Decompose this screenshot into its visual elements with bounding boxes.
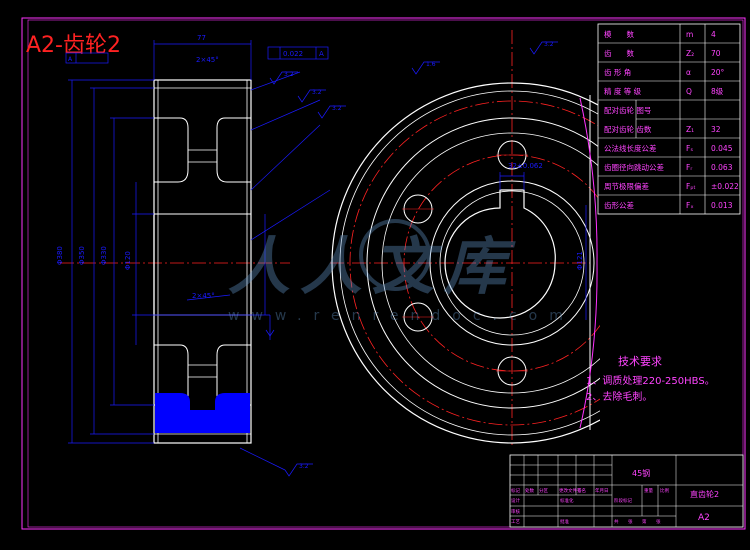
param-symbol-3: Q: [686, 87, 692, 96]
param-value-3: 8级: [711, 86, 724, 96]
param-symbol-0: m: [686, 30, 693, 39]
roughness-4: 1.6: [426, 61, 436, 68]
param-label-7: 齿圈径向跳动公差: [604, 162, 664, 172]
param-label-3: 精 度 等 级: [604, 86, 642, 96]
tolerance-ref: A: [319, 50, 324, 58]
material: 45钢: [632, 468, 650, 478]
roughness-3: 3.2: [332, 105, 342, 112]
hatch-section: [155, 393, 250, 433]
tb-sheets: 张: [628, 518, 633, 525]
dim-bore: Φ120: [124, 251, 132, 270]
param-label-8: 周节极限偏差: [604, 181, 649, 191]
tech-req-item-1: 1、调质处理220-250HBS。: [586, 375, 715, 387]
param-symbol-1: Z₂: [686, 49, 694, 58]
tolerance-frame: [267, 46, 329, 60]
param-symbol-2: α: [686, 68, 691, 77]
roughness-6: 3.2: [299, 463, 309, 470]
param-label-1: 齿 数: [604, 48, 634, 58]
drawing-title: A2-齿轮2: [26, 33, 121, 58]
param-value-0: 4: [711, 30, 716, 39]
drawing-number: A2: [698, 513, 710, 523]
param-symbol-9: Fₓ: [686, 201, 694, 210]
tb-change: 更改文件号: [559, 487, 582, 494]
tb-scale: 比例: [660, 487, 669, 494]
tech-req-item-2: 2、去除毛刺。: [586, 390, 652, 403]
param-label-2: 齿 形 角: [604, 67, 631, 77]
tb-zone: 分区: [539, 487, 548, 494]
param-label-5: 配对齿轮 齿数: [604, 124, 652, 134]
bore-dim: Φ121: [576, 251, 584, 270]
title-block: 45钢 直齿轮2 A2 标记 处数 分区 更改文件号 签名 年月日 设计 标准化…: [509, 454, 744, 528]
dim-pitch: Φ350: [78, 246, 86, 265]
outer-frame: [21, 17, 746, 530]
param-label-4: 配对齿轮 图号: [604, 105, 651, 115]
param-value-9: 0.013: [711, 201, 733, 210]
tech-req-heading: 技术要求: [618, 355, 662, 368]
left-tolerance-frame: [65, 52, 109, 64]
chamfer-mid: 2×45°: [192, 292, 215, 300]
part-name: 直齿轮2: [690, 489, 719, 499]
tb-review: 审核: [511, 508, 520, 515]
tb-mark: 标记: [511, 487, 520, 494]
dim-root: Φ330: [100, 246, 108, 265]
tb-approve: 批准: [560, 518, 569, 525]
watermark-url: www.renrendoc.com: [228, 308, 575, 324]
param-value-8: ±0.022: [711, 182, 739, 191]
keyway-dim: 32±0.062: [508, 162, 543, 170]
tb-standard: 标准化: [560, 497, 574, 504]
front-view: 32±0.062 Φ121: [330, 30, 600, 445]
chamfer-top: 2×45°: [196, 56, 219, 64]
param-symbol-8: Fₚₜ: [686, 182, 696, 191]
param-label-0: 模 数: [604, 29, 634, 39]
tb-count: 处数: [525, 487, 534, 494]
roughness-1: 3.2: [284, 71, 294, 78]
section-view: Φ380 Φ350 Φ330 Φ120 77 2×45° 2×45° 0.022…: [56, 34, 558, 477]
tb-stage: 阶段标记: [614, 497, 632, 504]
param-symbol-7: Fᵣ: [686, 163, 692, 172]
tb-sheet: 张: [656, 518, 661, 525]
roughness-2: 3.2: [312, 89, 322, 96]
dim-width: 77: [197, 34, 206, 42]
watermark: 人人文库 www.renrendoc.com: [228, 219, 575, 324]
param-value-6: 0.045: [711, 144, 733, 153]
param-value-1: 70: [711, 49, 721, 58]
dim-outer: Φ380: [56, 246, 64, 265]
param-symbol-6: Fₛ: [686, 144, 693, 153]
tb-date: 年月日: [595, 487, 609, 494]
param-value-7: 0.063: [711, 163, 733, 172]
tolerance-value: 0.022: [283, 50, 303, 58]
inner-frame: [27, 19, 744, 528]
param-symbol-5: Z₁: [686, 125, 694, 134]
tb-process: 工艺: [511, 519, 520, 525]
tb-weight: 重量: [644, 487, 653, 494]
tb-no: 第: [642, 518, 647, 525]
left-tolerance-ref: A: [68, 56, 73, 63]
param-value-2: 20°: [711, 68, 725, 77]
param-label-9: 齿形公差: [604, 200, 634, 210]
tb-design: 设计: [511, 497, 520, 504]
watermark-text: 人人文库: [228, 230, 516, 303]
tb-sign: 签名: [577, 487, 586, 494]
tb-total: 共: [614, 518, 619, 525]
param-value-5: 32: [711, 125, 721, 134]
roughness-5: 3.2: [544, 41, 554, 48]
param-label-6: 公法线长度公差: [604, 143, 657, 153]
